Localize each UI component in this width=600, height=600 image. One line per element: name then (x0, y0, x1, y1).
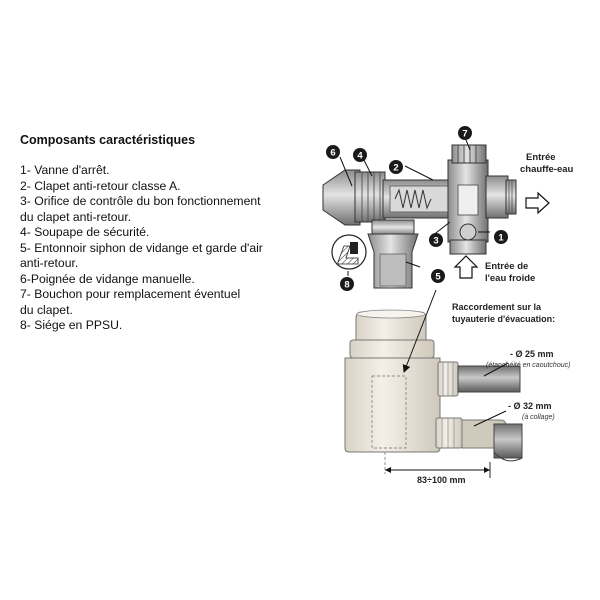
callout-number: 5 (435, 272, 441, 283)
outlet-thread (505, 179, 517, 215)
siphon-dip-tube (371, 375, 407, 449)
funnel-window (379, 253, 407, 287)
pipe-32-leader (473, 410, 507, 427)
pipe-32-label: - Ø 32 mm (508, 401, 552, 411)
callout-circle (494, 230, 508, 244)
callout-markers: 1 2 3 4 5 6 7 8 (326, 126, 508, 291)
component-item: 8- Siége en PPSU. (20, 318, 123, 332)
callout-number: 1 (498, 233, 504, 244)
component-list: 1- Vanne d'arrêt.2- Clapet anti-retour c… (20, 163, 263, 334)
callout-number: 3 (433, 236, 438, 247)
dimension-arrow-left (385, 467, 391, 473)
shutoff-valve-ball (459, 223, 477, 241)
outlet-32-nut (435, 417, 463, 449)
component-item: 7- Bouchon pour remplacement éventuel (20, 287, 241, 301)
component-item: 1- Vanne d'arrêt. (20, 163, 110, 177)
component-item: 6-Poignée de vidange manuelle. (20, 271, 195, 286)
pipe-32-note: (à collage) (522, 414, 555, 421)
callout-number: 4 (357, 151, 363, 162)
callout-7: 7 (458, 126, 472, 140)
outlet-32-ribs (441, 418, 455, 448)
component-item-continued: anti-retour. (20, 256, 79, 270)
callout-5-leader (402, 289, 437, 373)
callout-1: 1 (494, 230, 508, 244)
dimension-arrow-right (484, 467, 490, 473)
callout-number: 2 (393, 163, 398, 174)
drain-caption-2: tuyauterie d'évacuation: (452, 314, 555, 324)
callout-4: 4 (353, 148, 367, 162)
siphon-cup-rim (356, 309, 426, 319)
seat-detail-ring (350, 242, 358, 254)
callout-circle (340, 277, 354, 291)
callout-8: 8 (340, 277, 354, 291)
component-item-continued: du clapet anti-retour. (20, 209, 132, 224)
outlet-25-ribs (442, 362, 454, 396)
callout-circle (431, 269, 445, 283)
callout-2: 2 (389, 160, 403, 174)
pipe-25-note: (étanchéité en caoutchouc) (486, 362, 570, 369)
component-item: 2- Clapet anti-retour classe A. (20, 178, 181, 193)
component-item: 3- Orifice de contrôle du bon fonctionne… (20, 194, 261, 208)
callout-circle (389, 160, 403, 174)
outline-arrow-up-icon (453, 255, 479, 279)
component-item: 5- Entonnoir siphon de vidange et garde … (20, 240, 263, 255)
pipe-32-shadow (493, 451, 523, 462)
callout-circle (326, 145, 340, 159)
drain-caption-1: Raccordement sur la (452, 302, 542, 312)
hot-inlet-label-1: Entrée (526, 152, 556, 163)
callout-circle (353, 148, 367, 162)
component-item: 4- Soupape de sécurité. (20, 225, 150, 239)
top-plug (451, 144, 487, 164)
hot-inlet-label-2: chauffe-eau (520, 164, 574, 175)
handle-collar (354, 171, 386, 223)
siphon-body (344, 357, 441, 453)
callout-number: 7 (462, 129, 467, 140)
pipe-25 (457, 365, 521, 393)
page-title: Composants caractéristiques (20, 133, 196, 147)
siphon-assembly: Raccordement sur la tuyauterie d'évacuat… (344, 289, 570, 485)
callout-circle (458, 126, 472, 140)
siphon-collar (349, 339, 435, 359)
seat-detail-hatch (337, 245, 359, 265)
valve-assembly: 1 2 3 4 5 6 7 8 Entrée chauffe-eau Entrée de l'… (322, 126, 574, 291)
callout-6: 6 (326, 145, 340, 159)
pipe-25-leader (483, 362, 509, 377)
callout-3: 3 (429, 233, 443, 247)
callout-number: 8 (344, 280, 349, 291)
outline-arrow-right-icon (525, 191, 550, 215)
component-item-continued: du clapet. (20, 302, 73, 317)
callout-5: 5 (431, 269, 445, 283)
outlet-thread-lines (508, 180, 513, 214)
callout-circle (429, 233, 443, 247)
check-valve-spring (394, 188, 432, 210)
inlet-nut (449, 239, 487, 255)
dimension-label: 83÷100 mm (417, 475, 465, 485)
callout-number: 6 (330, 148, 335, 159)
pipe-32 (493, 423, 523, 459)
check-valve-cartridge (457, 184, 479, 216)
collar-ribs (361, 172, 381, 222)
top-plug-ribs (457, 145, 477, 163)
outlet-nut (485, 175, 509, 219)
cold-inlet-label-2: l'eau froide (485, 273, 535, 284)
drain-handle (322, 169, 361, 226)
pipe-25-label: - Ø 25 mm (510, 349, 554, 359)
cold-inlet-label-1: Entrée de (485, 261, 528, 272)
